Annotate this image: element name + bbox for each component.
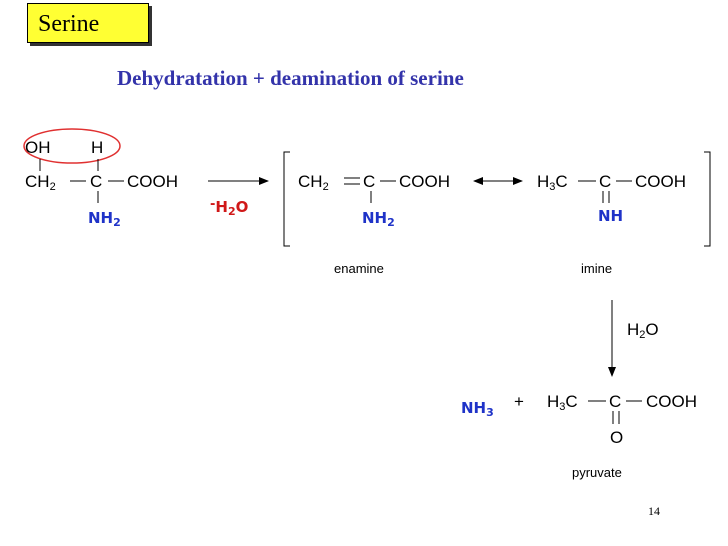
right-bracket bbox=[704, 151, 711, 247]
imine-alpha-carbon: C bbox=[599, 172, 612, 191]
enamine-cooh: COOH bbox=[399, 172, 450, 191]
imine-cooh: COOH bbox=[635, 172, 686, 191]
pyruvate-cooh: COOH bbox=[646, 392, 697, 411]
serine-cooh: COOH bbox=[127, 172, 178, 191]
plus-sign: + bbox=[514, 392, 524, 411]
enamine-label: enamine bbox=[334, 261, 384, 276]
serine-alpha-carbon: C bbox=[90, 172, 103, 191]
serine-nh2: NH2 bbox=[88, 209, 121, 229]
slide-heading: Dehydratation + deamination of serine bbox=[117, 66, 464, 90]
imine-nh: NH bbox=[598, 207, 624, 225]
pyruvate-methyl: H3C bbox=[547, 392, 578, 413]
ammonia: NH3 bbox=[461, 399, 494, 419]
pyruvate-alpha-carbon: C bbox=[609, 392, 622, 411]
pyruvate-label: pyruvate bbox=[572, 465, 622, 480]
enamine-ch2: CH2 bbox=[298, 172, 329, 193]
page-number: 14 bbox=[648, 504, 660, 518]
water-loss-label: -H2O bbox=[210, 197, 249, 218]
imine-label: imine bbox=[581, 261, 613, 276]
enamine-alpha-carbon: C bbox=[363, 172, 376, 191]
serine-ch2: CH2 bbox=[25, 172, 56, 193]
pyruvate-keto-oxygen: O bbox=[610, 428, 624, 447]
serine-h: H bbox=[91, 138, 104, 157]
slide-title: Serine bbox=[38, 11, 100, 37]
slide-title-box: Serine bbox=[27, 3, 149, 43]
imine-methyl: H3C bbox=[537, 172, 568, 193]
serine-oh: OH bbox=[25, 138, 51, 157]
enamine-nh2: NH2 bbox=[362, 209, 395, 229]
left-bracket bbox=[283, 151, 290, 247]
highlight-ellipse bbox=[23, 128, 121, 164]
hydrolysis-water: H2O bbox=[627, 320, 659, 341]
